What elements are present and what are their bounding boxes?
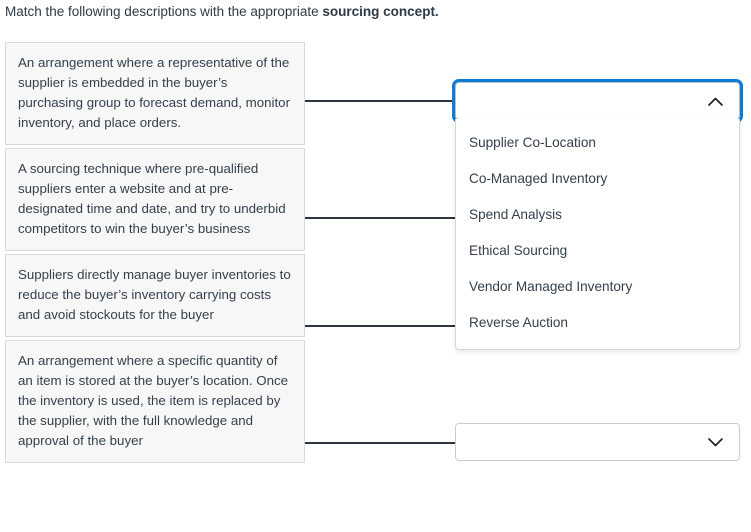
chevron-down-icon[interactable] xyxy=(707,424,723,460)
prompt-emphasis-text: sourcing concept. xyxy=(322,4,439,19)
chevron-up-icon[interactable] xyxy=(707,83,723,119)
description-text: A sourcing technique where pre-qualified… xyxy=(18,161,286,236)
description-text: An arrangement where a representative of… xyxy=(18,55,291,130)
description-card-3: Suppliers directly manage buyer inventor… xyxy=(5,254,305,337)
dropdown-option-co-managed-inventory[interactable]: Co-Managed Inventory xyxy=(469,171,608,186)
description-card-4: An arrangement where a specific quantity… xyxy=(5,340,305,463)
answer-select-2[interactable] xyxy=(455,423,740,461)
connector-line-3 xyxy=(305,325,455,327)
description-card-2: A sourcing technique where pre-qualified… xyxy=(5,148,305,251)
prompt-lead-text: Match the following descriptions with th… xyxy=(5,4,323,19)
dropdown-option-vendor-managed-inventory[interactable]: Vendor Managed Inventory xyxy=(469,279,633,294)
dropdown-option-spend-analysis[interactable]: Spend Analysis xyxy=(469,207,562,222)
connector-line-4 xyxy=(305,442,455,444)
page-title: Match the following descriptions with th… xyxy=(5,3,439,21)
dropdown-option-ethical-sourcing[interactable]: Ethical Sourcing xyxy=(469,243,568,258)
description-text: An arrangement where a specific quantity… xyxy=(18,353,289,448)
connector-line-1 xyxy=(305,100,455,102)
dropdown-options-list[interactable]: Supplier Co-Location Co-Managed Inventor… xyxy=(455,119,740,350)
description-card-1: An arrangement where a representative of… xyxy=(5,42,305,145)
dropdown-option-supplier-co-location[interactable]: Supplier Co-Location xyxy=(469,135,596,150)
description-text: Suppliers directly manage buyer inventor… xyxy=(18,267,291,322)
answer-select-1[interactable] xyxy=(452,79,743,123)
connector-line-2 xyxy=(305,217,455,219)
description-list: An arrangement where a representative of… xyxy=(5,42,305,466)
dropdown-option-reverse-auction[interactable]: Reverse Auction xyxy=(469,315,568,330)
